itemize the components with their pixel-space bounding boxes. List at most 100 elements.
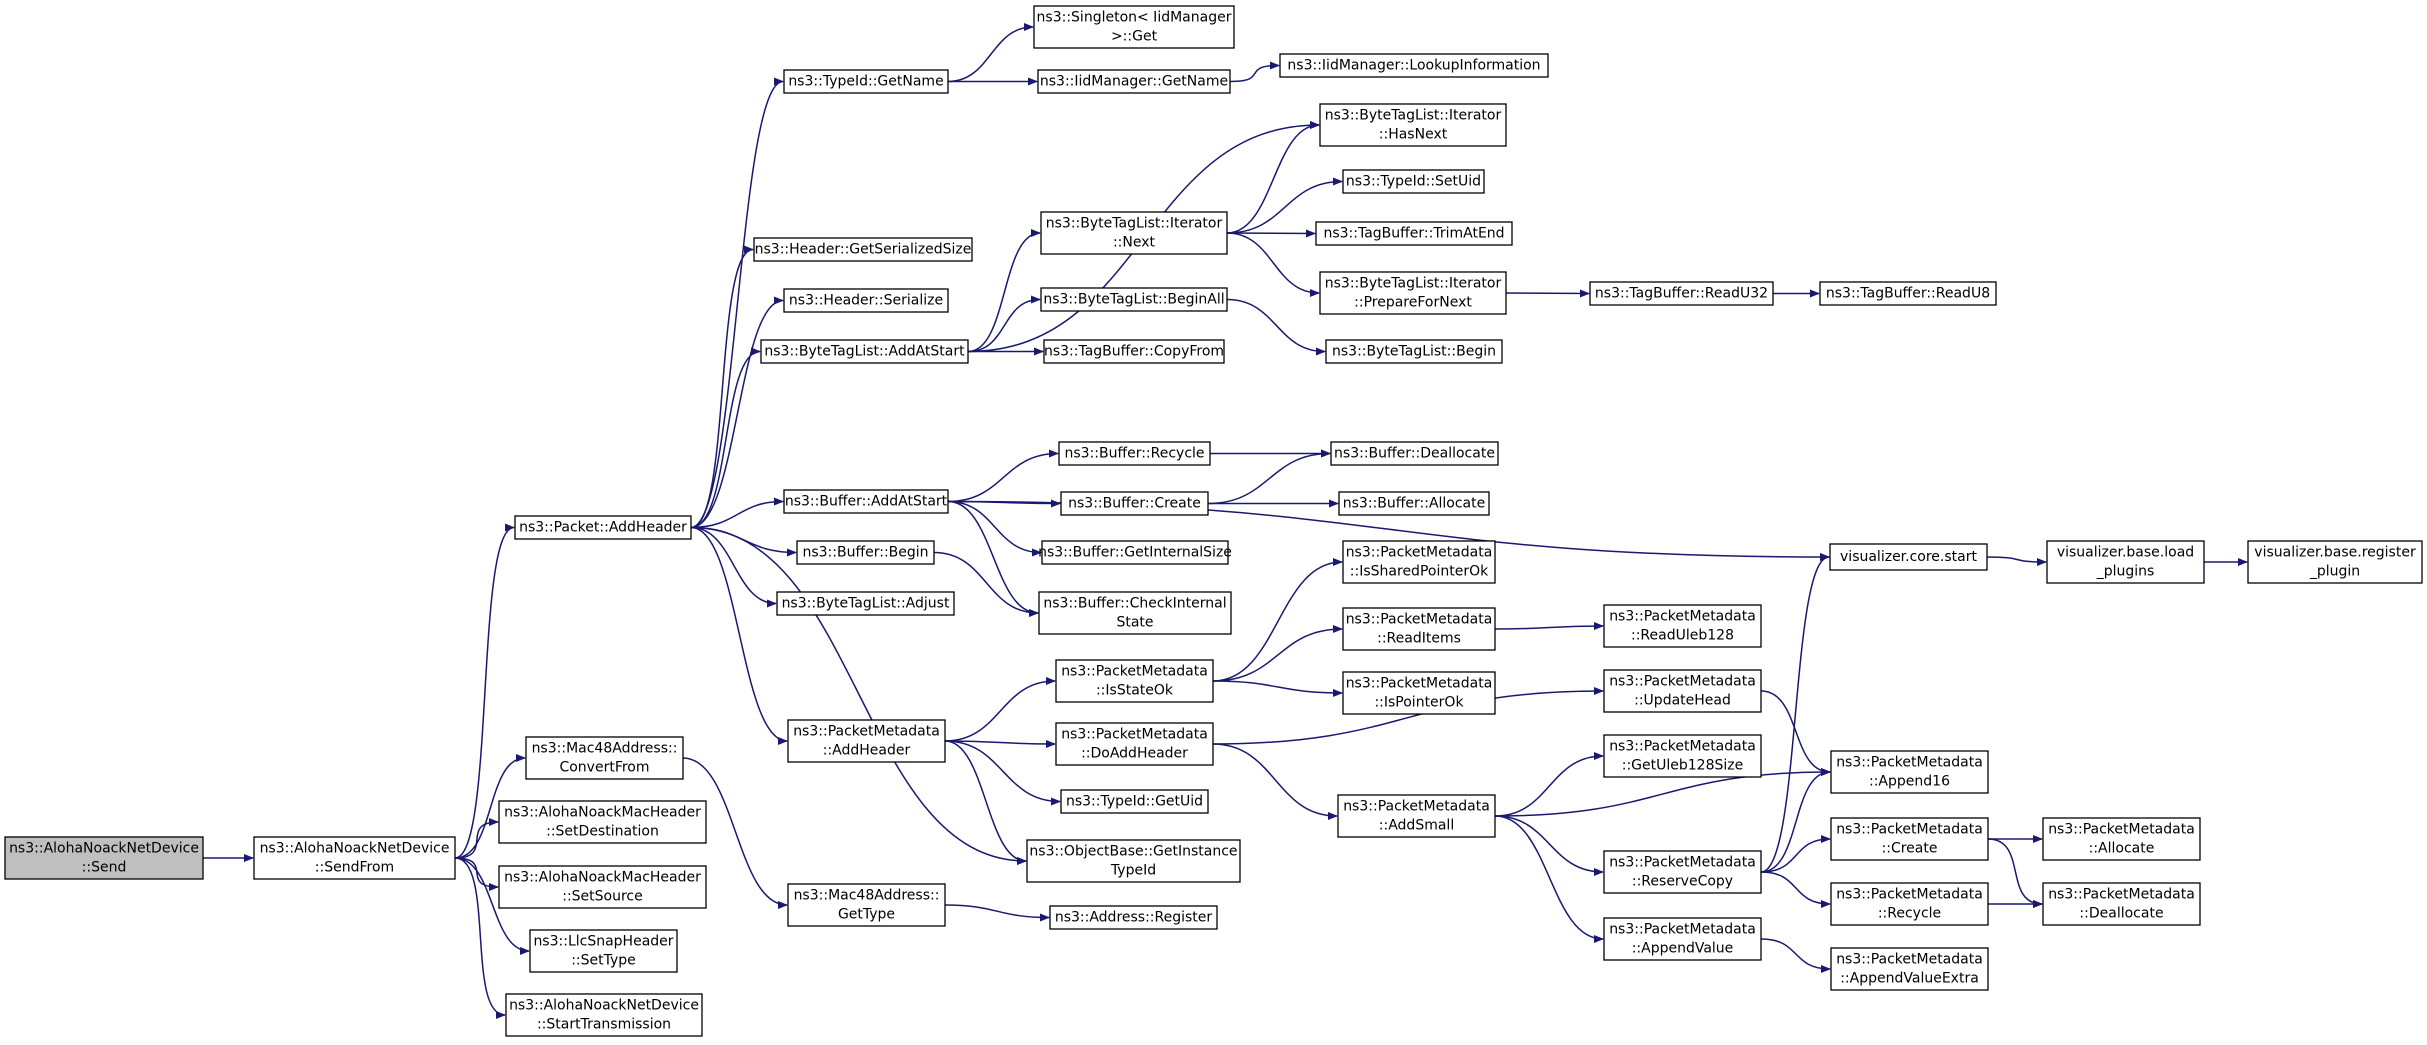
node-buf_recycle[interactable]: ns3::Buffer::Recycle (1058, 441, 1211, 466)
node-box (1337, 794, 1496, 838)
node-setsource[interactable]: ns3::AlohaNoackMacHeader::SetSource (498, 865, 707, 909)
node-buf_create[interactable]: ns3::Buffer::Create (1060, 491, 1209, 516)
node-pm_appendvalue[interactable]: ns3::PacketMetadata::AppendValue (1603, 917, 1762, 961)
node-addheader[interactable]: ns3::Packet::AddHeader (514, 515, 692, 540)
node-pm_allocate[interactable]: ns3::PacketMetadata::Allocate (2042, 817, 2201, 861)
node-viz_load[interactable]: visualizer.base.load_plugins (2046, 540, 2205, 584)
node-pm_doaddheader[interactable]: ns3::PacketMetadata::DoAddHeader (1055, 722, 1214, 766)
call-edge-addheader-to-typeid_getname (690, 77, 784, 529)
call-edge-sendfrom-to-setdest (454, 818, 499, 859)
node-btli_next[interactable]: ns3::ByteTagList::Iterator::Next (1040, 211, 1228, 255)
node-label: visualizer.base.load (2057, 545, 2194, 561)
node-box (1055, 659, 1214, 703)
node-box (1819, 281, 1997, 306)
node-label: ConvertFrom (559, 760, 649, 776)
node-label: >::Get (1111, 29, 1158, 45)
node-box (253, 836, 456, 880)
node-pm_isshared[interactable]: ns3::PacketMetadata::IsSharedPointerOk (1342, 540, 1496, 584)
node-settype[interactable]: ns3::LlcSnapHeader::SetType (529, 929, 678, 973)
nodes-layer: ns3::AlohaNoackNetDevice::Sendns3::Aloha… (4, 5, 2423, 1037)
node-hdr_getsize[interactable]: ns3::Header::GetSerializedSize (753, 237, 973, 262)
call-edge-typeid_getname-to-singleton_get (947, 23, 1034, 83)
node-box (753, 237, 973, 262)
node-hdr_serialize[interactable]: ns3::Header::Serialize (783, 288, 949, 313)
node-label: ns3::PacketMetadata (1609, 609, 1756, 625)
node-pm_updatehead[interactable]: ns3::PacketMetadata::UpdateHead (1603, 669, 1762, 713)
node-buf_alloc[interactable]: ns3::Buffer::Allocate (1338, 491, 1490, 516)
node-pm_addsmall[interactable]: ns3::PacketMetadata::AddSmall (1337, 794, 1496, 838)
node-buf_dealloc[interactable]: ns3::Buffer::Deallocate (1330, 441, 1499, 466)
call-edge-pm_addsmall-to-pm_appendvalue (1494, 815, 1604, 943)
node-pm_ispointer[interactable]: ns3::PacketMetadata::IsPointerOk (1342, 671, 1496, 715)
node-iid_getname[interactable]: ns3::IidManager::GetName (1037, 69, 1231, 94)
node-btl_adjust[interactable]: ns3::ByteTagList::Adjust (776, 591, 955, 616)
node-box (1049, 905, 1218, 930)
node-iid_lookup[interactable]: ns3::IidManager::LookupInformation (1279, 53, 1549, 78)
node-label: ::IsStateOk (1096, 683, 1174, 699)
node-label: visualizer.core.start (1840, 549, 1977, 565)
node-label: ns3::Mac48Address:: (532, 741, 678, 757)
node-label: ns3::PacketMetadata (1609, 739, 1756, 755)
node-pm_readuleb[interactable]: ns3::PacketMetadata::ReadUleb128 (1603, 604, 1762, 648)
node-convertfrom[interactable]: ns3::Mac48Address::ConvertFrom (525, 736, 684, 780)
node-starttx[interactable]: ns3::AlohaNoackNetDevice::StartTransmiss… (505, 993, 703, 1037)
node-label: ns3::ByteTagList::Begin (1332, 344, 1496, 360)
node-pm_isstateok[interactable]: ns3::PacketMetadata::IsStateOk (1055, 659, 1214, 703)
node-label: ::PrepareForNext (1354, 295, 1472, 311)
node-box (1040, 287, 1228, 312)
node-pm_appendvalueextra[interactable]: ns3::PacketMetadata::AppendValueExtra (1830, 947, 1989, 991)
node-tb_readu8[interactable]: ns3::TagBuffer::ReadU8 (1819, 281, 1997, 306)
node-pm_create[interactable]: ns3::PacketMetadata::Create (1830, 817, 1989, 861)
node-box (529, 929, 678, 973)
node-tb_trimatend[interactable]: ns3::TagBuffer::TrimAtEnd (1315, 221, 1513, 246)
call-edge-btl_addatstart-to-btli_next (967, 229, 1041, 353)
call-edge-pm_reservecopy-to-pm_recycle (1760, 871, 1831, 908)
node-buf_getinternal[interactable]: ns3::Buffer::GetInternalSize (1038, 540, 1232, 565)
node-box (1058, 441, 1211, 466)
node-typeid_setuid[interactable]: ns3::TypeId::SetUid (1342, 169, 1485, 194)
node-pm_deallocate[interactable]: ns3::PacketMetadata::Deallocate (2042, 882, 2201, 926)
node-btli_prepare[interactable]: ns3::ByteTagList::Iterator::PrepareForNe… (1319, 271, 1507, 315)
node-btli_hasnext[interactable]: ns3::ByteTagList::Iterator::HasNext (1319, 103, 1507, 147)
node-pm_recycle[interactable]: ns3::PacketMetadata::Recycle (1830, 882, 1989, 926)
node-typeid_getname[interactable]: ns3::TypeId::GetName (783, 69, 949, 94)
node-label: ns3::Address::Register (1055, 910, 1213, 926)
node-label: ns3::AlohaNoackMacHeader (504, 805, 701, 821)
node-box (1319, 103, 1507, 147)
call-edge-pm_readitems-to-pm_readuleb (1494, 622, 1604, 631)
node-btl_addatstart[interactable]: ns3::ByteTagList::AddAtStart (760, 339, 969, 364)
node-singleton_get[interactable]: ns3::Singleton< IidManager>::Get (1033, 5, 1235, 49)
node-pm_reservecopy[interactable]: ns3::PacketMetadata::ReserveCopy (1603, 850, 1762, 894)
node-mac_gettype[interactable]: ns3::Mac48Address::GetType (787, 883, 946, 927)
node-btl_beginall[interactable]: ns3::ByteTagList::BeginAll (1040, 287, 1228, 312)
node-pm_getuleb[interactable]: ns3::PacketMetadata::GetUleb128Size (1603, 734, 1762, 778)
node-box (1060, 789, 1209, 814)
node-typeid_getuid[interactable]: ns3::TypeId::GetUid (1060, 789, 1209, 814)
node-tb_readu32[interactable]: ns3::TagBuffer::ReadU32 (1589, 281, 1774, 306)
node-pm_readitems[interactable]: ns3::PacketMetadata::ReadItems (1342, 607, 1496, 651)
node-viz_start[interactable]: visualizer.core.start (1829, 543, 1988, 571)
node-label: ::GetUleb128Size (1622, 758, 1743, 774)
node-box (783, 288, 949, 313)
node-viz_register[interactable]: visualizer.base.register_plugin (2247, 540, 2423, 584)
node-buf_begin[interactable]: ns3::Buffer::Begin (796, 540, 935, 565)
node-pm_append16[interactable]: ns3::PacketMetadata::Append16 (1830, 750, 1989, 794)
node-label: TypeId (1110, 863, 1156, 879)
node-buf_addatstart[interactable]: ns3::Buffer::AddAtStart (783, 489, 949, 514)
node-sendfrom[interactable]: ns3::AlohaNoackNetDevice::SendFrom (253, 836, 456, 880)
node-tb_copyfrom[interactable]: ns3::TagBuffer::CopyFrom (1043, 339, 1225, 364)
node-box (4, 836, 204, 880)
node-btl_begin[interactable]: ns3::ByteTagList::Begin (1325, 339, 1503, 364)
node-box (505, 993, 703, 1037)
node-addr_register[interactable]: ns3::Address::Register (1049, 905, 1218, 930)
node-label: ::DoAddHeader (1081, 746, 1188, 762)
node-setdest[interactable]: ns3::AlohaNoackMacHeader::SetDestination (498, 800, 707, 844)
node-pm_addheader[interactable]: ns3::PacketMetadata::AddHeader (787, 719, 946, 763)
call-edge-pm_addheader-to-ob_getinstance (944, 740, 1027, 865)
call-edge-btli_next-to-typeid_setuid (1226, 177, 1343, 234)
call-edge-buf_addatstart-to-buf_getinternal (947, 500, 1042, 557)
node-send[interactable]: ns3::AlohaNoackNetDevice::Send (4, 836, 204, 880)
